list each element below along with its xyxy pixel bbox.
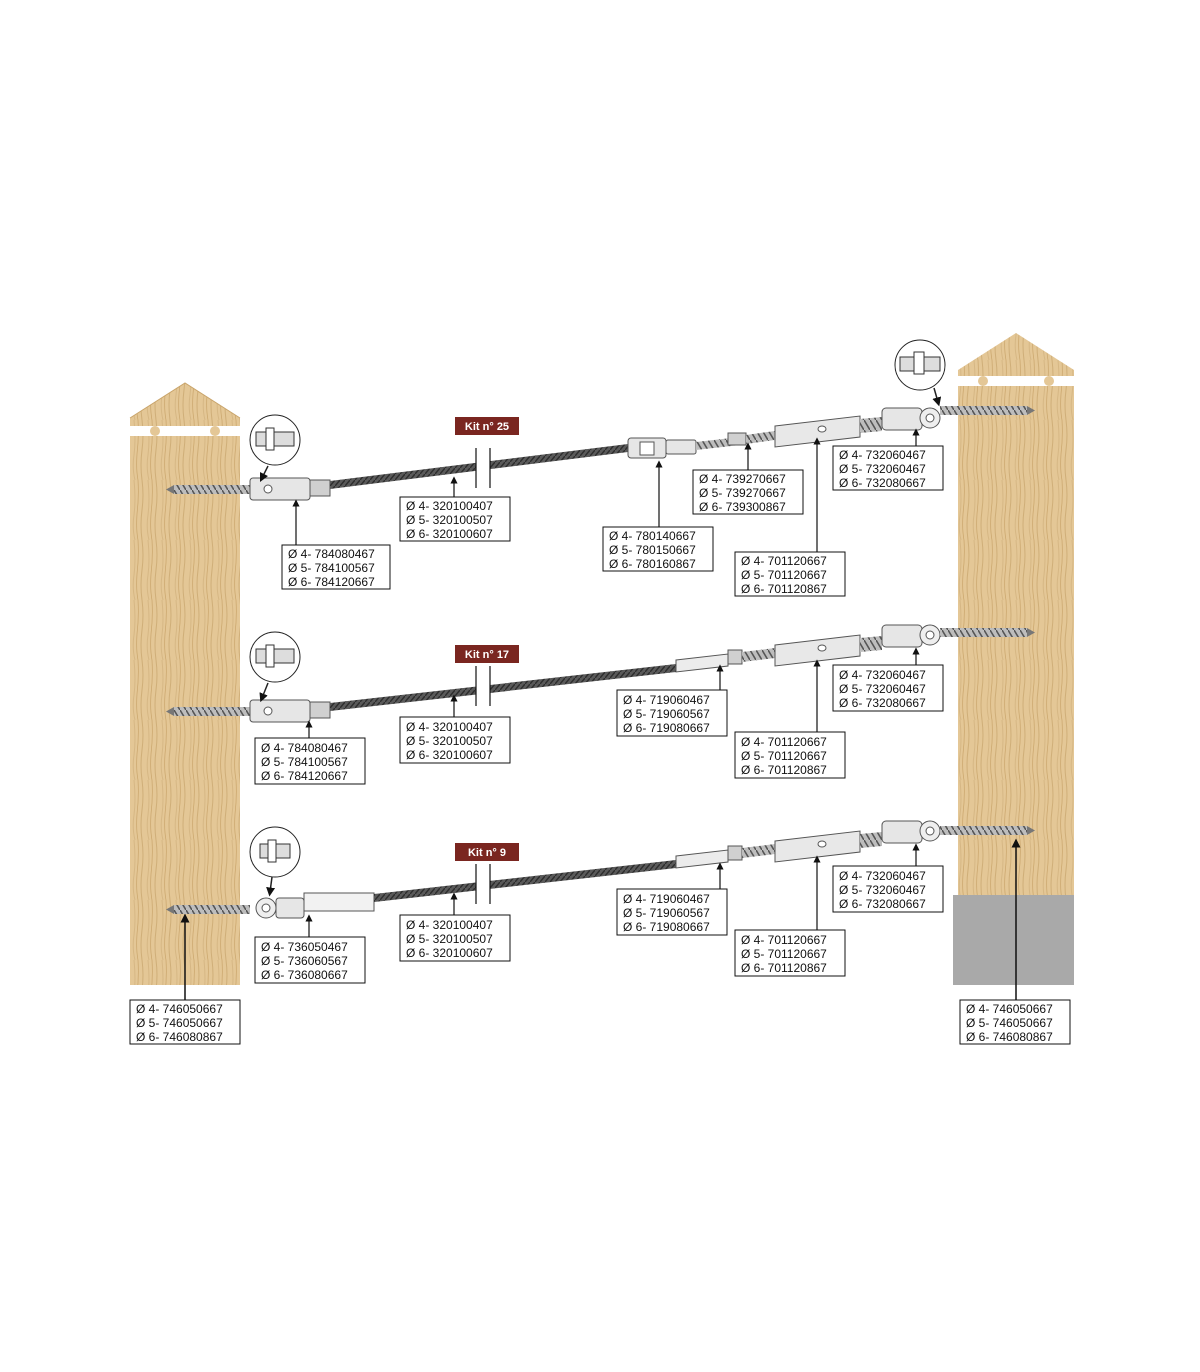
left-post-label: Ø 4- 746050667 Ø 5- 746050667 Ø 6- 74608… bbox=[129, 999, 241, 1045]
part-label: Ø 4- 320100407 Ø 5- 320100507 Ø 6- 32010… bbox=[399, 914, 511, 962]
kit-badge-label: Kit n° 17 bbox=[465, 649, 509, 661]
kit-badge: Kit n° 25 bbox=[455, 417, 519, 435]
detail-callout bbox=[894, 339, 946, 407]
part-label: Ø 4- 732060467 Ø 5- 732060467 Ø 6- 73208… bbox=[832, 445, 944, 491]
right-post-label: Ø 4- 746050667 Ø 5- 746050667 Ø 6- 74608… bbox=[959, 999, 1071, 1045]
detail-callout bbox=[249, 826, 301, 897]
svg-text:Ø 5- 784100567: Ø 5- 784100567 bbox=[288, 561, 375, 575]
part-label: Ø 4- 784080467 Ø 5- 784100567 Ø 6- 78412… bbox=[281, 544, 391, 590]
turnbuckle-body bbox=[774, 415, 861, 448]
part-label: Ø 4- 320100407 Ø 5- 320100507 Ø 6- 32010… bbox=[399, 716, 511, 764]
part-label: Ø 4- 732060467 Ø 5- 732060467 Ø 6- 73208… bbox=[832, 865, 944, 913]
svg-text:Ø 6- 719080667: Ø 6- 719080667 bbox=[623, 920, 710, 934]
part-label: Ø 4- 701120667 Ø 5- 701120667 Ø 6- 70112… bbox=[734, 731, 846, 779]
concrete-base bbox=[953, 895, 1074, 985]
part-label: Ø 4- 719060467 Ø 5- 719060567 Ø 6- 71908… bbox=[616, 689, 728, 737]
svg-text:Ø 5- 746050667: Ø 5- 746050667 bbox=[966, 1016, 1053, 1030]
svg-text:Ø 6- 739300867: Ø 6- 739300867 bbox=[699, 500, 786, 514]
kit-badge-label: Kit n° 9 bbox=[468, 847, 506, 859]
svg-text:Ø 6- 701120867: Ø 6- 701120867 bbox=[741, 582, 827, 596]
svg-text:Ø 5- 719060567: Ø 5- 719060567 bbox=[623, 906, 710, 920]
svg-text:Ø 4- 732060467: Ø 4- 732060467 bbox=[839, 869, 926, 883]
svg-text:Ø 6- 732080667: Ø 6- 732080667 bbox=[839, 476, 926, 490]
svg-text:Ø 5- 739270667: Ø 5- 739270667 bbox=[699, 486, 786, 500]
svg-text:Ø 5- 732060467: Ø 5- 732060467 bbox=[839, 462, 926, 476]
kit-25-assembly bbox=[166, 339, 1035, 501]
detail-callout bbox=[249, 631, 301, 703]
svg-text:Ø 5- 320100507: Ø 5- 320100507 bbox=[406, 734, 493, 748]
svg-text:Ø 6- 732080667: Ø 6- 732080667 bbox=[839, 696, 926, 710]
svg-text:Ø 4- 784080467: Ø 4- 784080467 bbox=[261, 741, 348, 755]
kit-17-assembly bbox=[166, 624, 1035, 723]
svg-text:Ø 6- 780160867: Ø 6- 780160867 bbox=[609, 557, 696, 571]
svg-text:Ø 6- 701120867: Ø 6- 701120867 bbox=[741, 961, 827, 975]
svg-text:Ø 5- 719060567: Ø 5- 719060567 bbox=[623, 707, 710, 721]
svg-text:Ø 5- 701120667: Ø 5- 701120667 bbox=[741, 749, 827, 763]
kit-badge-label: Kit n° 25 bbox=[465, 421, 509, 433]
svg-text:Ø 6- 719080667: Ø 6- 719080667 bbox=[623, 721, 710, 735]
svg-text:Ø 5- 732060467: Ø 5- 732060467 bbox=[839, 883, 926, 897]
part-label: Ø 4- 739270667 Ø 5- 739270667 Ø 6- 73930… bbox=[692, 469, 804, 515]
svg-text:Ø 6- 784120667: Ø 6- 784120667 bbox=[261, 769, 348, 783]
part-label: Ø 4- 736050467 Ø 5- 736060567 Ø 6- 73608… bbox=[254, 936, 366, 984]
svg-text:Ø 4- 719060467: Ø 4- 719060467 bbox=[623, 892, 710, 906]
part-label: Ø 4- 732060467 Ø 5- 732060467 Ø 6- 73208… bbox=[832, 664, 944, 712]
svg-text:Ø 4- 784080467: Ø 4- 784080467 bbox=[288, 547, 375, 561]
part-label: Ø 4- 701120667 Ø 5- 701120667 Ø 6- 70112… bbox=[734, 929, 846, 977]
part-label: Ø 4- 780140667 Ø 5- 780150667 Ø 6- 78016… bbox=[602, 526, 714, 572]
svg-text:Ø 5- 320100507: Ø 5- 320100507 bbox=[406, 513, 493, 527]
part-label: Ø 4- 320100407 Ø 5- 320100507 Ø 6- 32010… bbox=[399, 496, 511, 542]
svg-text:Ø 6- 784120667: Ø 6- 784120667 bbox=[288, 575, 375, 589]
kit-9-assembly bbox=[166, 820, 1035, 919]
svg-text:Ø 4- 746050667: Ø 4- 746050667 bbox=[136, 1002, 223, 1016]
svg-text:Ø 4- 320100407: Ø 4- 320100407 bbox=[406, 918, 493, 932]
svg-text:Ø 4- 746050667: Ø 4- 746050667 bbox=[966, 1002, 1053, 1016]
kit-badge: Kit n° 9 bbox=[455, 843, 519, 861]
left-post bbox=[129, 382, 241, 985]
swage-fork bbox=[249, 477, 311, 501]
svg-text:Ø 4- 719060467: Ø 4- 719060467 bbox=[623, 693, 710, 707]
svg-text:Ø 4- 701120667: Ø 4- 701120667 bbox=[741, 554, 827, 568]
detail-callout bbox=[249, 414, 301, 483]
svg-text:Ø 6- 320100607: Ø 6- 320100607 bbox=[406, 527, 493, 541]
svg-text:Ø 6- 736080667: Ø 6- 736080667 bbox=[261, 968, 348, 982]
svg-text:Ø 6- 320100607: Ø 6- 320100607 bbox=[406, 946, 493, 960]
svg-text:Ø 6- 746080867: Ø 6- 746080867 bbox=[136, 1030, 223, 1044]
svg-text:Ø 4- 701120667: Ø 4- 701120667 bbox=[741, 933, 827, 947]
svg-text:Ø 5- 320100507: Ø 5- 320100507 bbox=[406, 932, 493, 946]
svg-text:Ø 4- 320100407: Ø 4- 320100407 bbox=[406, 720, 493, 734]
svg-text:Ø 6- 732080667: Ø 6- 732080667 bbox=[839, 897, 926, 911]
svg-text:Ø 4- 320100407: Ø 4- 320100407 bbox=[406, 499, 493, 513]
leader-lines bbox=[292, 428, 920, 937]
svg-text:Ø 5- 780150667: Ø 5- 780150667 bbox=[609, 543, 696, 557]
lag-screw bbox=[174, 485, 250, 494]
svg-text:Ø 4- 701120667: Ø 4- 701120667 bbox=[741, 735, 827, 749]
svg-text:Ø 4- 739270667: Ø 4- 739270667 bbox=[699, 472, 786, 486]
svg-text:Ø 4- 736050467: Ø 4- 736050467 bbox=[261, 940, 348, 954]
svg-text:Ø 4- 780140667: Ø 4- 780140667 bbox=[609, 529, 696, 543]
svg-text:Ø 5- 746050667: Ø 5- 746050667 bbox=[136, 1016, 223, 1030]
right-post bbox=[953, 333, 1074, 1000]
svg-text:Ø 6- 701120867: Ø 6- 701120867 bbox=[741, 763, 827, 777]
svg-text:Ø 5- 784100567: Ø 5- 784100567 bbox=[261, 755, 348, 769]
svg-text:Ø 5- 701120667: Ø 5- 701120667 bbox=[741, 947, 827, 961]
svg-text:Ø 5- 701120667: Ø 5- 701120667 bbox=[741, 568, 827, 582]
svg-text:Ø 6- 320100607: Ø 6- 320100607 bbox=[406, 748, 493, 762]
svg-text:Ø 4- 732060467: Ø 4- 732060467 bbox=[839, 668, 926, 682]
part-label: Ø 4- 784080467 Ø 5- 784100567 Ø 6- 78412… bbox=[254, 737, 366, 785]
kit-badge: Kit n° 17 bbox=[455, 645, 519, 663]
part-label: Ø 4- 719060467 Ø 5- 719060567 Ø 6- 71908… bbox=[616, 888, 728, 936]
part-label: Ø 4- 701120667 Ø 5- 701120667 Ø 6- 70112… bbox=[734, 551, 846, 597]
svg-text:Ø 5- 736060567: Ø 5- 736060567 bbox=[261, 954, 348, 968]
svg-text:Ø 4- 732060467: Ø 4- 732060467 bbox=[839, 448, 926, 462]
svg-text:Ø 6- 746080867: Ø 6- 746080867 bbox=[966, 1030, 1053, 1044]
svg-text:Ø 5- 732060467: Ø 5- 732060467 bbox=[839, 682, 926, 696]
